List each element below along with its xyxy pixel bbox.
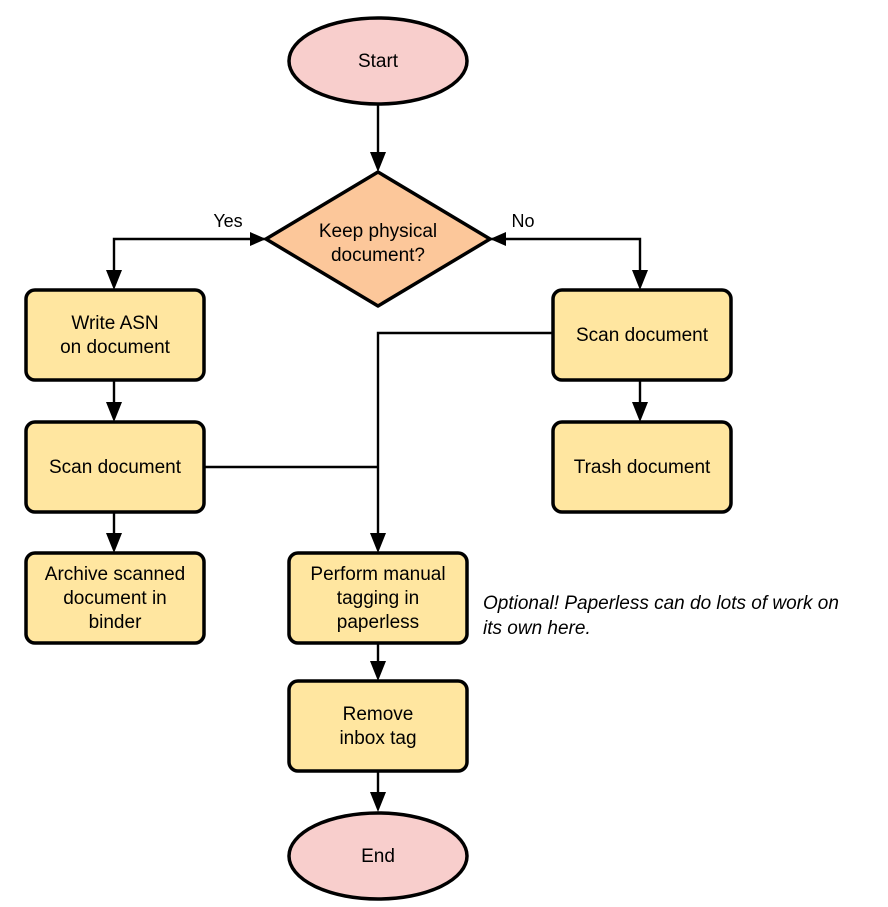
node-trash-document-label: Trash document xyxy=(574,457,711,478)
node-end-label: End xyxy=(361,846,395,867)
annotation-line1: Optional! Paperless can do lots of work … xyxy=(483,593,839,614)
edge-label-yes: Yes xyxy=(213,211,242,231)
node-archive-label-line1: Archive scanned xyxy=(45,564,185,585)
node-remove-inbox-tag[interactable]: Remove inbox tag xyxy=(287,679,469,773)
arrow-head-icon xyxy=(106,533,122,553)
edge-scan-right-to-trash xyxy=(632,380,648,422)
node-scan-document-right[interactable]: Scan document xyxy=(551,288,733,382)
edge-write-asn-to-scan-left xyxy=(106,380,122,422)
arrow-head-icon xyxy=(370,533,386,553)
node-decision-label-line2: document? xyxy=(331,245,425,266)
arrow-head-icon xyxy=(370,661,386,681)
arrow-head-icon xyxy=(106,270,122,290)
arrow-head-icon xyxy=(632,402,648,422)
remove-inbox-tag-rect xyxy=(287,679,469,773)
node-start-label: Start xyxy=(358,51,399,72)
edge-decision-no-to-scan-right xyxy=(490,232,648,290)
node-perform-manual-tagging[interactable]: Perform manual tagging in paperless xyxy=(287,551,469,645)
node-manual-tagging-label-line2: tagging in xyxy=(337,588,419,609)
arrow-head-icon xyxy=(250,232,266,246)
node-start[interactable]: Start xyxy=(287,16,469,106)
arrow-head-icon xyxy=(370,792,386,812)
trash-document-rect xyxy=(551,420,733,514)
edge-remove-inbox-to-end xyxy=(370,771,386,812)
node-decision-keep-physical-document[interactable]: Keep physical document? xyxy=(264,170,492,308)
archive-rect xyxy=(24,551,206,645)
decision-diamond xyxy=(264,170,492,308)
annotation-line2: its own here. xyxy=(483,618,591,639)
node-scan-document-left-label: Scan document xyxy=(49,457,182,478)
scan-document-left-rect xyxy=(24,420,206,514)
arrow-head-icon xyxy=(490,232,506,246)
edge-scan-right-to-manual-tagging xyxy=(370,331,553,553)
arrow-head-icon xyxy=(632,270,648,290)
node-write-asn-label-line1: Write ASN xyxy=(71,313,158,334)
node-archive-scanned-document[interactable]: Archive scanned document in binder xyxy=(24,551,206,645)
node-archive-label-line3: binder xyxy=(89,612,142,633)
edge-scan-left-to-archive xyxy=(106,512,122,553)
node-manual-tagging-label-line1: Perform manual xyxy=(310,564,445,585)
edge-manual-tagging-to-remove-inbox xyxy=(370,643,386,681)
edge-decision-yes-to-write-asn xyxy=(106,232,266,290)
arrow-head-icon xyxy=(370,152,386,172)
edge-start-to-decision xyxy=(370,104,386,172)
node-remove-inbox-label-line1: Remove xyxy=(343,704,414,725)
edge-label-no: No xyxy=(511,211,534,231)
node-archive-label-line2: document in xyxy=(63,588,167,609)
node-decision-label-line1: Keep physical xyxy=(319,221,437,242)
write-asn-rect xyxy=(24,288,206,382)
manual-tagging-rect xyxy=(287,551,469,645)
arrow-head-icon xyxy=(106,402,122,422)
node-end[interactable]: End xyxy=(287,811,469,901)
node-write-asn-label-line2: on document xyxy=(60,337,171,358)
node-scan-document-right-label: Scan document xyxy=(576,325,709,346)
node-remove-inbox-label-line2: inbox tag xyxy=(339,728,416,749)
scan-document-right-rect xyxy=(551,288,733,382)
node-manual-tagging-label-line3: paperless xyxy=(337,612,419,633)
start-ellipse xyxy=(287,16,469,106)
node-write-asn-on-document[interactable]: Write ASN on document xyxy=(24,288,206,382)
end-ellipse xyxy=(287,811,469,901)
annotation-optional-paperless: Optional! Paperless can do lots of work … xyxy=(483,593,839,639)
node-trash-document[interactable]: Trash document xyxy=(551,420,733,514)
node-scan-document-left[interactable]: Scan document xyxy=(24,420,206,514)
